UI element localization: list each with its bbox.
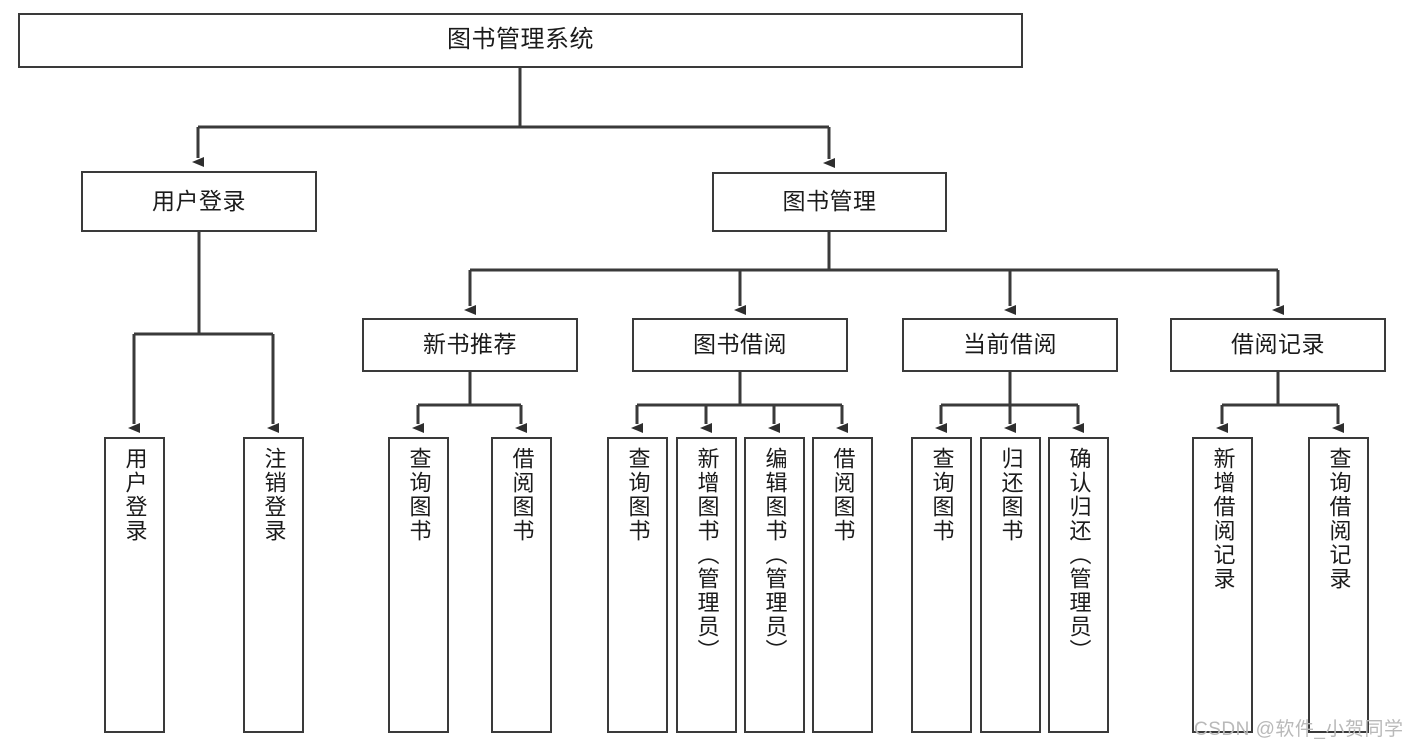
leaf-add-book-admin[interactable]: 新增图书（管理员） xyxy=(676,437,737,733)
node-book-management[interactable]: 图书管理 xyxy=(712,172,947,232)
node-label: 确认归还（管理员） xyxy=(1066,447,1092,663)
leaf-add-borrow-record[interactable]: 新增借阅记录 xyxy=(1192,437,1253,733)
leaf-query-book[interactable]: 查询图书 xyxy=(607,437,668,733)
node-label: 图书管理系统 xyxy=(447,26,594,54)
node-label: 查询图书 xyxy=(406,447,432,543)
node-label: 注销登录 xyxy=(261,447,287,543)
node-root-system[interactable]: 图书管理系统 xyxy=(18,13,1023,68)
node-new-book-recommend[interactable]: 新书推荐 xyxy=(362,318,578,372)
node-label: 新增借阅记录 xyxy=(1210,447,1236,591)
node-label: 查询图书 xyxy=(929,447,955,543)
node-label: 新书推荐 xyxy=(423,331,517,358)
leaf-borrow-book[interactable]: 借阅图书 xyxy=(812,437,873,733)
csdn-watermark: CSDN @软件_小贺同学 xyxy=(1194,719,1404,740)
node-current-borrow[interactable]: 当前借阅 xyxy=(902,318,1118,372)
node-label: 查询图书 xyxy=(625,447,651,543)
node-label: 借阅记录 xyxy=(1231,331,1325,358)
node-book-borrow[interactable]: 图书借阅 xyxy=(632,318,848,372)
node-label: 新增图书（管理员） xyxy=(694,447,720,663)
leaf-query-book-current[interactable]: 查询图书 xyxy=(911,437,972,733)
node-label: 查询借阅记录 xyxy=(1326,447,1352,591)
node-borrow-record[interactable]: 借阅记录 xyxy=(1170,318,1386,372)
node-user-login[interactable]: 用户登录 xyxy=(81,171,317,232)
leaf-borrow-book-new[interactable]: 借阅图书 xyxy=(491,437,552,733)
leaf-confirm-return-admin[interactable]: 确认归还（管理员） xyxy=(1048,437,1109,733)
node-label: 图书借阅 xyxy=(693,331,787,358)
node-label: 当前借阅 xyxy=(963,331,1057,358)
node-label: 借阅图书 xyxy=(830,447,856,543)
leaf-query-book-new[interactable]: 查询图书 xyxy=(388,437,449,733)
node-label: 归还图书 xyxy=(998,447,1024,543)
leaf-edit-book-admin[interactable]: 编辑图书（管理员） xyxy=(744,437,805,733)
node-label: 用户登录 xyxy=(152,187,246,214)
node-label: 用户登录 xyxy=(122,447,148,543)
node-label: 借阅图书 xyxy=(509,447,535,543)
leaf-query-borrow-record[interactable]: 查询借阅记录 xyxy=(1308,437,1369,733)
leaf-user-logout[interactable]: 注销登录 xyxy=(243,437,304,733)
node-label: 编辑图书（管理员） xyxy=(762,447,788,663)
leaf-user-login[interactable]: 用户登录 xyxy=(104,437,165,733)
node-label: 图书管理 xyxy=(782,188,877,215)
leaf-return-book[interactable]: 归还图书 xyxy=(980,437,1041,733)
